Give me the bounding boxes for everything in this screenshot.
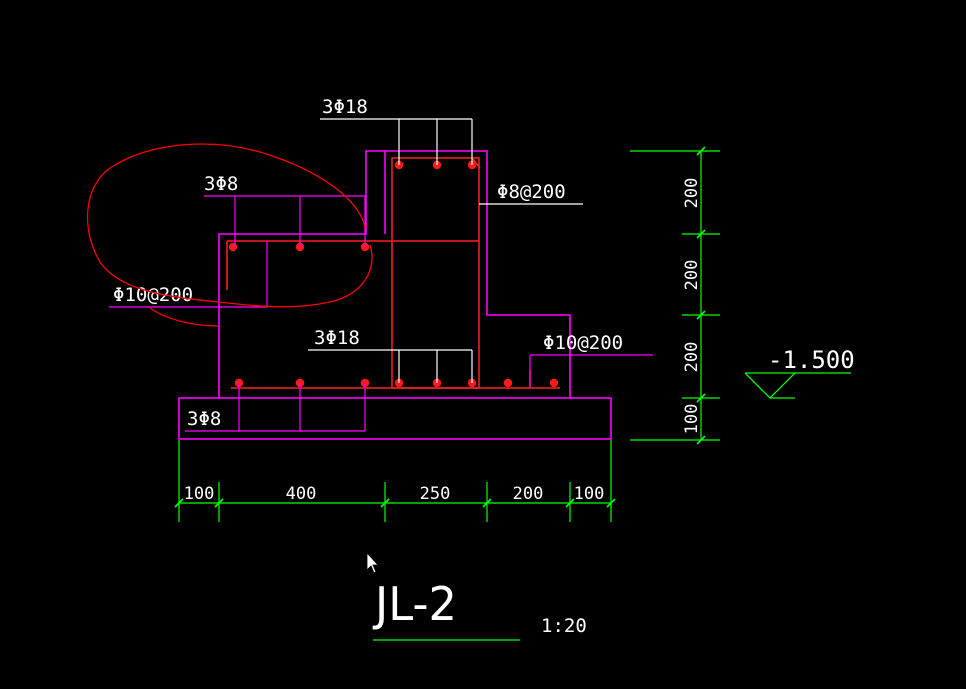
vertical-dimension-labels: 200 200 200 100: [682, 178, 702, 435]
right-stirrup-leader: [529, 354, 653, 388]
bottom-left-bars-leader: [185, 383, 366, 432]
dim-label: 100: [184, 484, 215, 504]
dim-label: 100: [574, 484, 605, 504]
concrete-outline: [178, 150, 612, 440]
horizontal-dimension: [174, 440, 616, 522]
middle-bars-label: 3Φ18: [314, 327, 360, 349]
extension-lines: [178, 440, 612, 522]
dim-label: 200: [682, 342, 702, 373]
dim-label: 250: [420, 484, 451, 504]
tick-marks: [696, 146, 706, 445]
upper-left-bars-leader: [204, 195, 366, 247]
drawing-scale: 1:20: [541, 615, 587, 637]
extension-lines: [630, 150, 720, 441]
upper-left-bars-label: 3Φ8: [204, 173, 238, 195]
bottom-left-bars-label: 3Φ8: [187, 408, 221, 430]
left-stirrup-label: Φ10@200: [113, 284, 193, 306]
middle-bars-leader: [308, 349, 473, 383]
column-stirrup-label: Φ8@200: [497, 181, 566, 203]
mouse-cursor-icon: [366, 551, 379, 574]
dim-label: 200: [682, 178, 702, 209]
top-bars-leader: [320, 118, 473, 165]
tick-marks: [174, 498, 616, 508]
rebar-dot: [503, 378, 513, 388]
dim-label: 200: [682, 260, 702, 291]
rebar-dots: [228, 160, 559, 388]
leader-lines: [109, 118, 653, 432]
base-slab: [178, 397, 612, 440]
rebar-group: [226, 157, 560, 389]
elevation-marker: -1.500: [744, 346, 855, 399]
rebar-dot: [228, 242, 238, 252]
section-outline: [218, 150, 571, 398]
top-bars-label: 3Φ18: [322, 96, 368, 118]
vertical-dimension: [630, 146, 720, 445]
top-hook: [471, 157, 481, 169]
column-stirrup-cage: [391, 157, 480, 389]
elevation-label: -1.500: [768, 346, 855, 374]
drawing-title-block: JL-2 1:20: [372, 577, 587, 641]
dim-label: 400: [286, 484, 317, 504]
elevation-symbol: [744, 372, 851, 399]
markup-circle: [86, 143, 373, 327]
horizontal-dimension-labels: 100 400 250 200 100: [184, 484, 605, 504]
dim-label: 200: [513, 484, 544, 504]
drawing-title: JL-2: [372, 577, 457, 631]
dim-label: 100: [682, 404, 702, 435]
right-stirrup-label: Φ10@200: [543, 332, 623, 354]
annotation-labels: 3Φ18 3Φ8 Φ8@200 Φ10@200 3Φ18 Φ10@200 3Φ8: [113, 96, 623, 430]
rebar-dot: [549, 378, 559, 388]
